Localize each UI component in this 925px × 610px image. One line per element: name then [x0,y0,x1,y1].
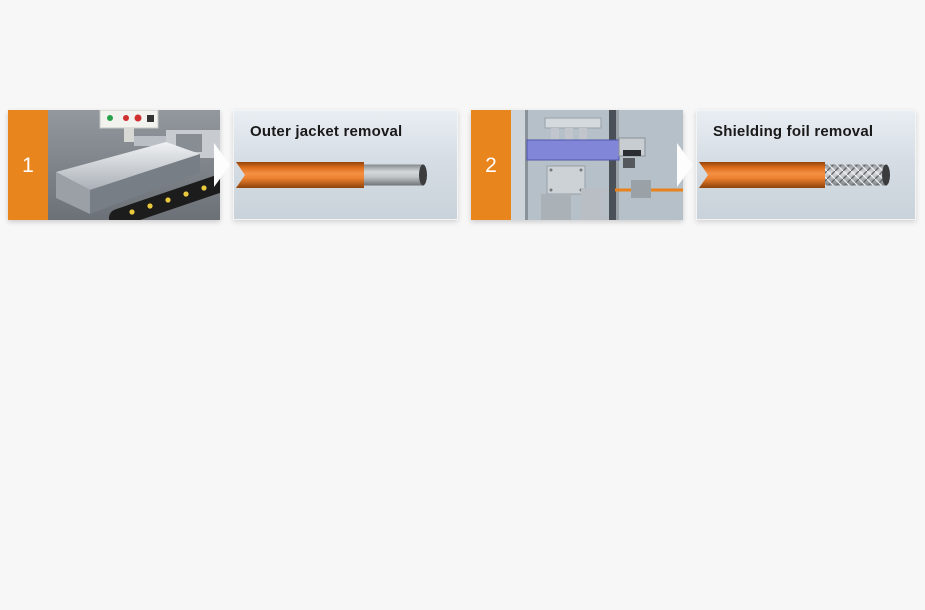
step-1-label-panel: Outer jacket removal [233,110,458,220]
cable-tip [882,164,890,186]
chevron-right-icon [214,143,230,187]
orange-outer-jacket [699,162,825,188]
outer-jacket-removal-machine-photo [48,110,230,220]
lower-blocks [541,180,651,220]
purple-block [526,139,620,161]
step-2-label-panel: Shielding foil removal [696,110,916,220]
mounting-plate [546,165,586,195]
machine-illustration-step-2 [511,110,683,220]
cable-illustration-step-1 [236,162,427,188]
step-number: 2 [485,153,497,177]
machine-illustration-step-1 [48,110,220,220]
cable-tip [419,164,427,186]
process-steps-grid: 1 [8,110,916,220]
cable-chain [109,175,220,220]
sensor-unit [618,137,646,168]
step-number-badge: 2 [471,110,511,220]
step-title: Shielding foil removal [713,123,874,140]
vertical-rail [609,110,619,220]
shielding-foil-removal-machine-photo [511,110,693,220]
step-1-photo-group: 1 [8,110,230,220]
top-bracket [544,117,602,140]
step-2-photo-group: 2 [471,110,693,220]
exposed-braided-shield [823,164,887,186]
control-box [99,110,159,142]
step-number: 1 [22,153,34,177]
step-title: Outer jacket removal [250,123,403,140]
chevron-right-icon [677,143,693,187]
orange-outer-jacket [236,162,364,188]
stripped-inner-insulation [362,164,424,186]
step-row-1: 1 [8,110,458,220]
step-row-2: 2 [471,110,916,220]
cable-illustration-step-2 [699,162,890,188]
step-number-badge: 1 [8,110,48,220]
metal-beam [56,142,200,214]
